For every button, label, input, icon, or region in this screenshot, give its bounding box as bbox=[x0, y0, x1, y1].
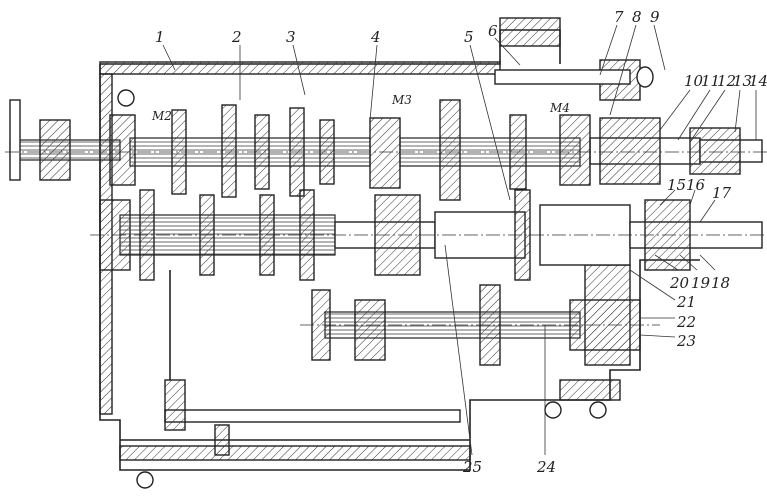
part-labels: 1 2 3 4 5 6 7 8 9 10 11 12 13 14 15 16 1… bbox=[151, 8, 767, 476]
part-label: 25 bbox=[462, 458, 482, 476]
middle-shaft bbox=[90, 189, 767, 281]
part-label: 17 bbox=[712, 184, 732, 202]
lower-shaft bbox=[300, 284, 660, 366]
part-label: 12 bbox=[717, 72, 736, 90]
shift-rod bbox=[164, 66, 654, 456]
part-label: 22 bbox=[676, 313, 696, 331]
part-label: 11 bbox=[701, 72, 720, 90]
part-label: 20 bbox=[669, 274, 690, 292]
part-label: 19 bbox=[691, 274, 711, 292]
part-label: 15 bbox=[667, 176, 686, 194]
part-label: 6 bbox=[488, 22, 498, 40]
part-label: 14 bbox=[749, 72, 767, 90]
part-label: 5 bbox=[464, 28, 474, 46]
part-label: 7 bbox=[614, 8, 624, 26]
upper-gears bbox=[39, 99, 661, 201]
part-label: 10 bbox=[684, 72, 704, 90]
leader-lines bbox=[162, 24, 757, 456]
part-label: 18 bbox=[711, 274, 730, 292]
part-label: 23 bbox=[676, 332, 696, 350]
part-label: 13 bbox=[733, 72, 752, 90]
part-label: 8 bbox=[632, 8, 642, 26]
part-label: 2 bbox=[231, 28, 242, 46]
part-label: 4 bbox=[370, 28, 381, 46]
part-label: 3 bbox=[286, 28, 296, 46]
clutch-label-m2: M2 bbox=[151, 109, 172, 123]
clutch-label-m4: M4 bbox=[549, 101, 570, 115]
part-label: 21 bbox=[676, 293, 696, 311]
clutch-label-m3: M3 bbox=[391, 93, 412, 107]
part-label: 16 bbox=[686, 176, 706, 194]
part-label: 24 bbox=[536, 458, 556, 476]
part-label: 1 bbox=[155, 28, 165, 46]
part-label: 9 bbox=[650, 8, 660, 26]
